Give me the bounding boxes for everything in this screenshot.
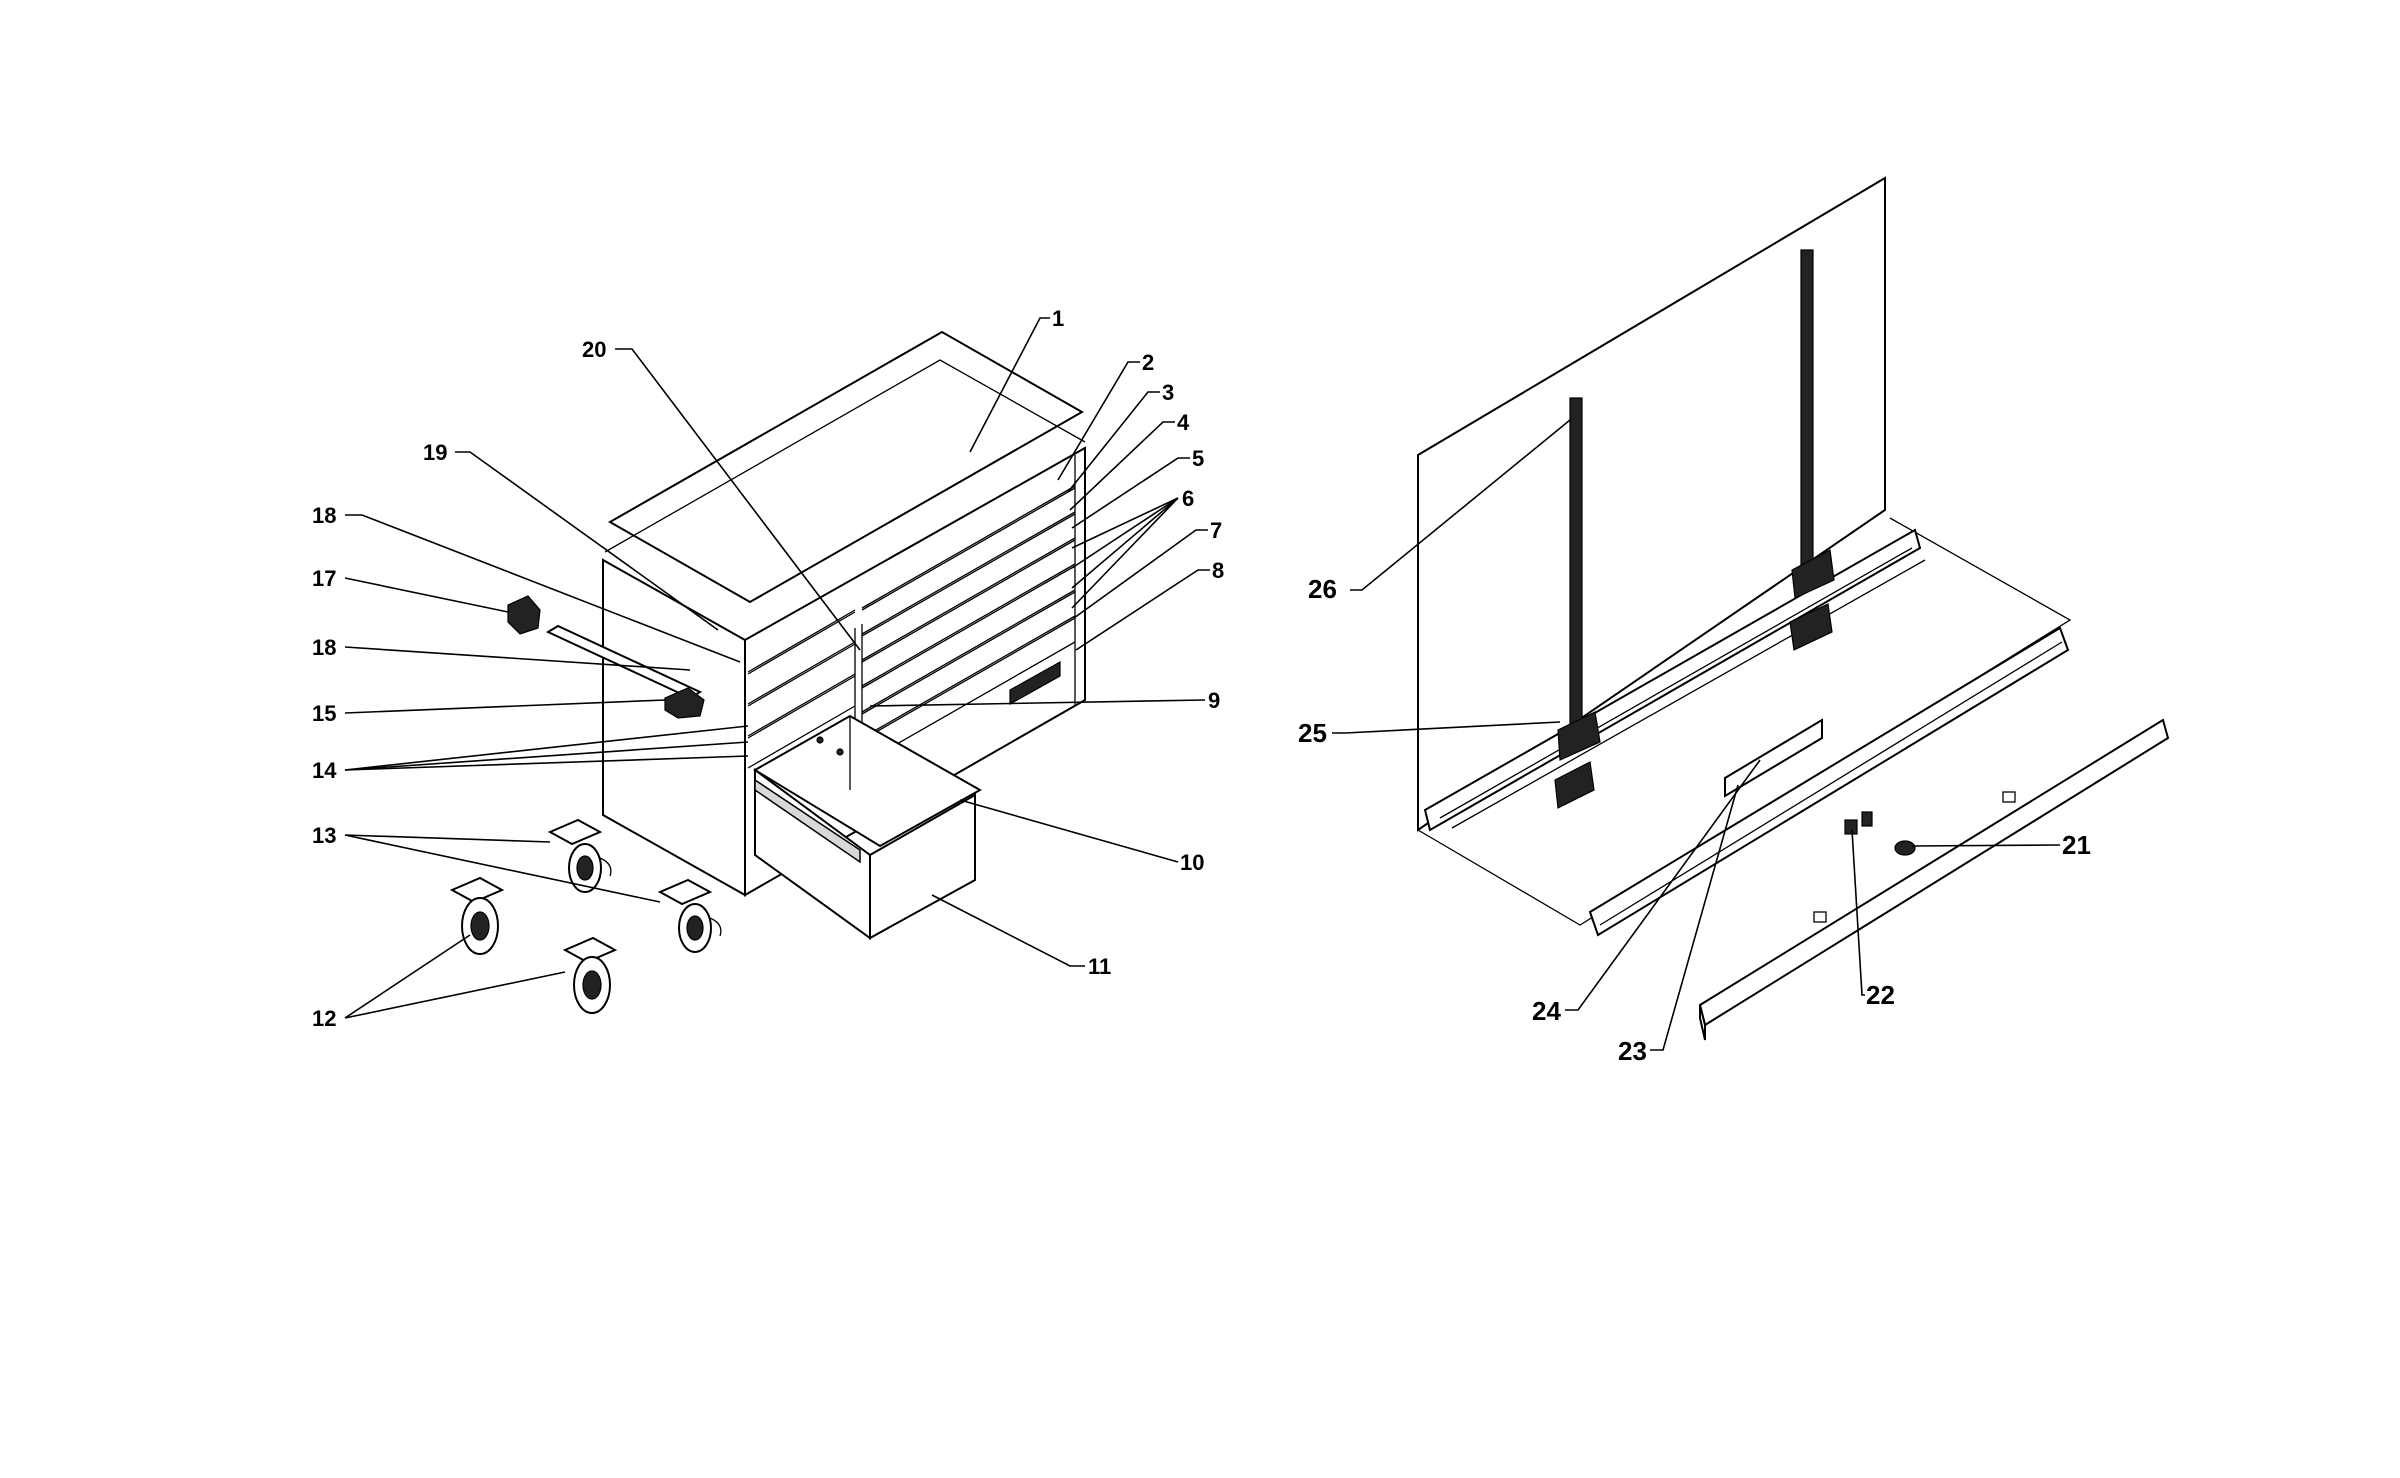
callout-22: 22 xyxy=(1866,980,1895,1010)
callout-8: 8 xyxy=(1212,558,1224,583)
callout-12: 12 xyxy=(312,1006,336,1031)
callout-20: 20 xyxy=(582,337,606,362)
handle-bracket-15 xyxy=(664,687,705,719)
rear-rail xyxy=(1423,528,1926,832)
callout-11: 11 xyxy=(1088,954,1111,979)
back-panel-assembly xyxy=(1417,176,2170,1041)
callout-6: 6 xyxy=(1182,486,1194,511)
callout-18-upper: 18 xyxy=(312,503,336,528)
leader-lines-left xyxy=(344,317,1210,1019)
callout-14: 14 xyxy=(312,758,337,783)
bracket-lower-left xyxy=(1554,761,1595,809)
swivel-caster-2 xyxy=(657,878,722,953)
cabinet-left-side xyxy=(602,558,746,897)
access-plate xyxy=(1724,718,1823,798)
callout-2: 2 xyxy=(1142,350,1154,375)
rigid-caster-1 xyxy=(449,876,505,955)
callout-24: 24 xyxy=(1532,996,1561,1026)
brand-badge xyxy=(1009,660,1061,706)
callout-26: 26 xyxy=(1308,574,1337,604)
callout-1: 1 xyxy=(1052,306,1064,331)
callout-labels: 1 2 3 4 5 6 7 8 9 10 11 12 13 14 15 17 1… xyxy=(312,306,2091,1066)
callout-25: 25 xyxy=(1298,718,1327,748)
callout-9: 9 xyxy=(1208,688,1220,713)
callout-23: 23 xyxy=(1618,1036,1647,1066)
vertical-slide-left xyxy=(1569,397,1583,739)
swivel-caster-1 xyxy=(547,818,612,893)
side-handle-bracket xyxy=(507,595,541,635)
rigid-caster-2 xyxy=(562,936,618,1014)
latch-bolt xyxy=(1894,840,1916,856)
callout-15: 15 xyxy=(312,701,336,726)
cabinet-top-edge xyxy=(604,359,1086,553)
cabinet-top-panel xyxy=(607,330,1085,604)
callout-5: 5 xyxy=(1192,446,1204,471)
bracket-25 xyxy=(1557,711,1601,761)
front-rail xyxy=(1588,626,2070,937)
tool-cabinet-assembly xyxy=(449,330,1086,1014)
callout-3: 3 xyxy=(1162,380,1174,405)
callout-19: 19 xyxy=(423,440,447,465)
callout-17: 17 xyxy=(312,566,336,591)
callout-4: 4 xyxy=(1177,410,1190,435)
callout-10: 10 xyxy=(1180,850,1204,875)
callout-18-lower: 18 xyxy=(312,635,336,660)
callout-7: 7 xyxy=(1210,518,1222,543)
leader-lines-right xyxy=(1332,419,2061,1051)
handle-bar xyxy=(545,624,703,700)
back-panel xyxy=(1417,176,1886,832)
callout-21: 21 xyxy=(2062,830,2091,860)
callout-13: 13 xyxy=(312,823,336,848)
vertical-slide-right xyxy=(1800,249,1814,581)
open-drawer xyxy=(753,714,983,940)
kick-plate xyxy=(1698,718,2170,1041)
bracket-mid-right xyxy=(1789,603,1833,651)
latch-bracket xyxy=(1844,811,1873,835)
bracket-upper-right xyxy=(1791,549,1835,599)
